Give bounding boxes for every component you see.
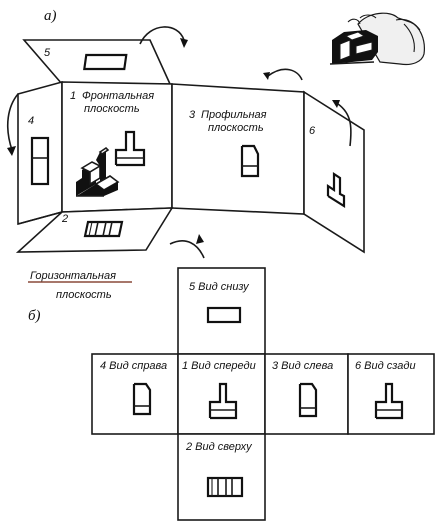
frontal-plane-label-2: плоскость bbox=[84, 103, 140, 115]
plane-2-number: 2 bbox=[61, 213, 68, 225]
view-1-front: 1 Вид спереди bbox=[177, 353, 266, 435]
plane-3-profile: 3 Профильная плоскость bbox=[171, 83, 305, 215]
plane-6-number: 6 bbox=[309, 125, 316, 137]
frontal-plane-label-1: Фронтальная bbox=[82, 90, 154, 102]
plane-3-number: 3 bbox=[189, 109, 196, 121]
horizontal-plane-label-2: плоскость bbox=[56, 289, 112, 301]
plane-5-top: 5 bbox=[22, 39, 172, 85]
view-5-bottom: 5 Вид снизу bbox=[177, 267, 266, 355]
view-5-label: 5 Вид снизу bbox=[189, 281, 250, 293]
view-4-label: 4 Вид справа bbox=[100, 360, 167, 372]
view-2-label: 2 Вид сверху bbox=[185, 441, 253, 453]
horizontal-plane-label-1: Горизонтальная bbox=[30, 270, 116, 282]
part-b-letter: б) bbox=[28, 308, 41, 324]
plane-6-back: 6 bbox=[303, 90, 365, 254]
view-3-label: 3 Вид слева bbox=[272, 360, 333, 372]
view-2-top: 2 Вид сверху bbox=[177, 433, 266, 521]
profile-plane-label-2: плоскость bbox=[208, 122, 264, 134]
plane-4-left: 4 bbox=[17, 80, 63, 226]
plane-4-number: 4 bbox=[28, 115, 34, 127]
view-4-right: 4 Вид справа bbox=[91, 353, 179, 435]
unfolding-planes-diagram: а) 5 4 1 Фронтальная плоскость bbox=[6, 8, 365, 301]
views-layout-diagram: б) 5 Вид снизу 4 Вид справа 1 Вид сперед… bbox=[28, 267, 435, 521]
view-6-label: 6 Вид сзади bbox=[355, 360, 416, 372]
plane-1-frontal: 1 Фронтальная плоскость bbox=[61, 81, 173, 213]
plane-1-number: 1 bbox=[70, 90, 76, 102]
plane-2-horizontal: 2 bbox=[15, 207, 174, 253]
plane-5-number: 5 bbox=[44, 47, 51, 59]
part-a-letter: а) bbox=[44, 8, 57, 24]
rotation-arrows bbox=[6, 26, 352, 259]
view-1-label: 1 Вид спереди bbox=[182, 360, 256, 372]
model-3d-object bbox=[76, 146, 120, 197]
view-6-back: 6 Вид сзади bbox=[347, 353, 435, 435]
profile-plane-label-1: Профильная bbox=[201, 109, 267, 121]
view-3-left: 3 Вид слева bbox=[264, 353, 349, 435]
hand-holding-object-illustration bbox=[329, 12, 425, 66]
